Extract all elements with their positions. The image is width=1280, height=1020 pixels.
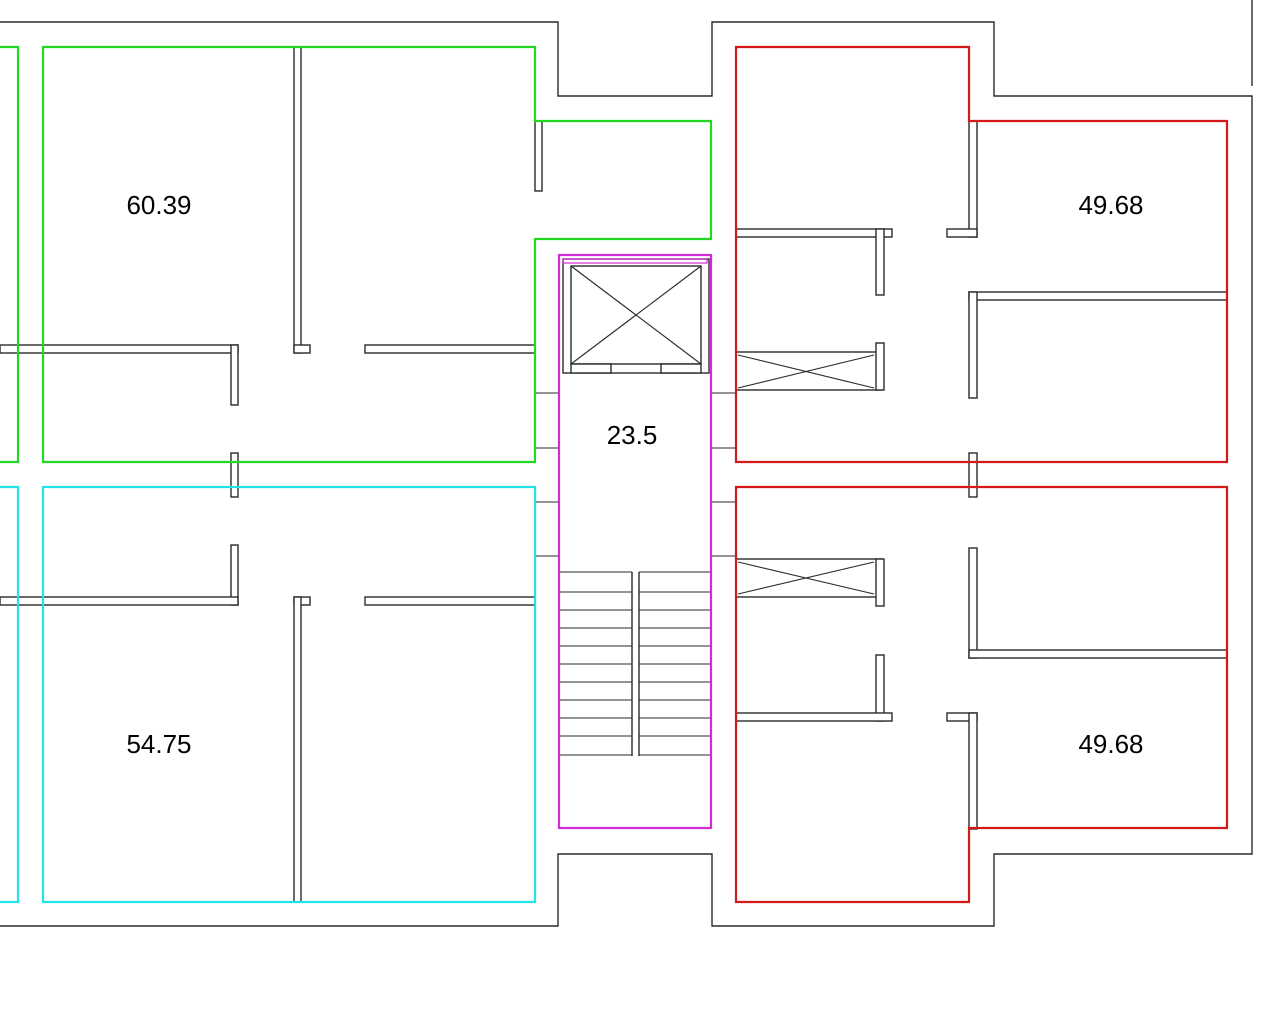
- staircase: [560, 571, 711, 756]
- elevator-shaft: [570, 265, 702, 365]
- wardrobe-bottom: [735, 558, 883, 598]
- unit-boundary-top-left: [41, 45, 713, 464]
- building-outline: [0, 0, 1253, 927]
- left-interior-walls: [0, 46, 543, 903]
- unit-boundary-bottom-left: [41, 485, 537, 904]
- core-walls: [536, 258, 736, 756]
- area-label-top-right: 49.68: [1078, 190, 1143, 220]
- core-boundary: [557, 253, 713, 830]
- area-label-bottom-right: 49.68: [1078, 729, 1143, 759]
- unit-boundary-far-left-top: [0, 45, 20, 464]
- area-label-bottom-left: 54.75: [126, 729, 191, 759]
- unit-boundary-far-left-bottom: [0, 485, 20, 904]
- area-label-core: 23.5: [607, 420, 658, 450]
- right-interior-walls: [735, 120, 1228, 830]
- unit-boundary-top-right: [734, 45, 1229, 464]
- core-boundary-inner: [562, 258, 708, 264]
- unit-boundaries: [0, 45, 1229, 904]
- unit-boundary-bottom-right: [734, 485, 1229, 904]
- area-labels: 60.39 54.75 23.5 49.68 49.68: [126, 190, 1143, 759]
- area-label-top-left: 60.39: [126, 190, 191, 220]
